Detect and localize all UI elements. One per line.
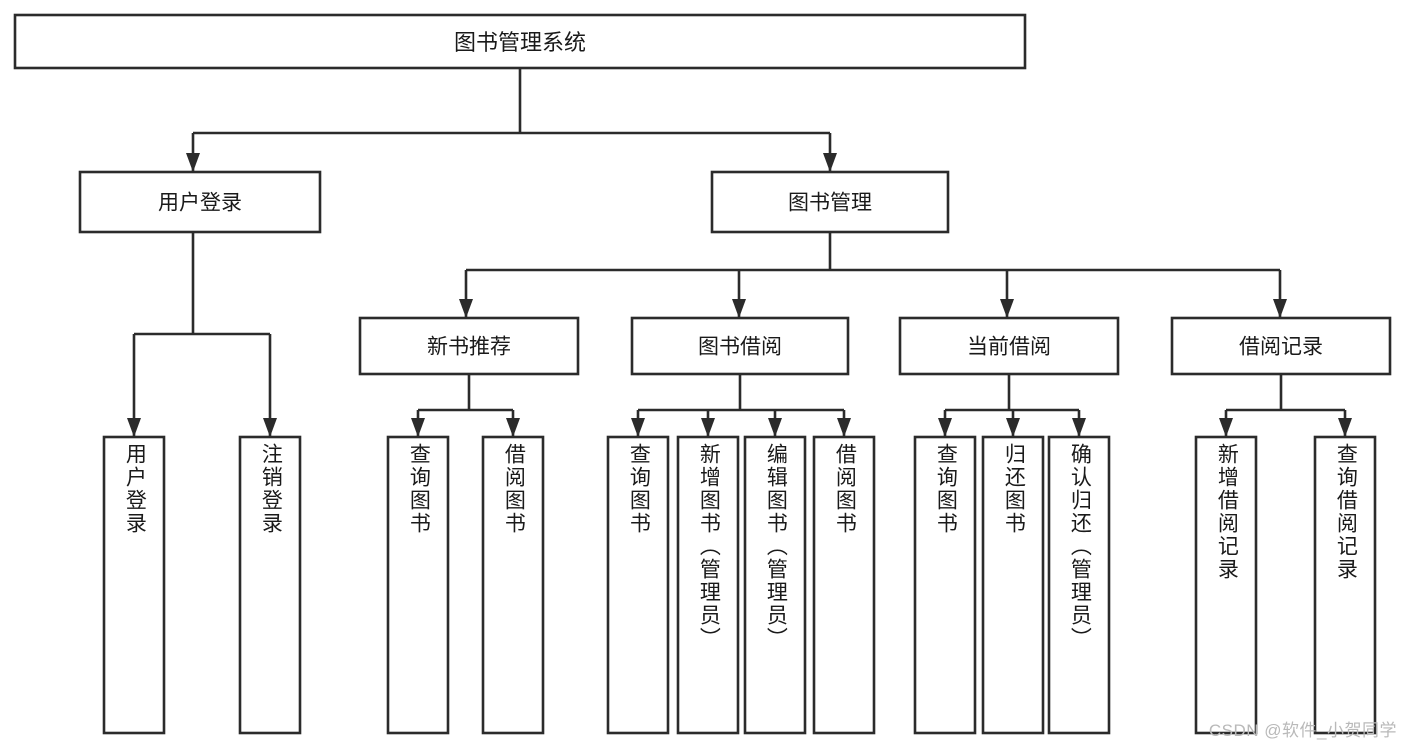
node-level2-0: [78, 170, 322, 234]
arrow-down-icon: [459, 299, 473, 318]
node-level3-0: [358, 316, 580, 376]
arrow-down-icon: [1338, 418, 1352, 437]
arrow-down-icon: [1072, 418, 1086, 437]
node-leaf-9: [981, 435, 1045, 735]
arrow-down-icon: [411, 418, 425, 437]
node-leaf-11: [1194, 435, 1258, 735]
node-level2-1-label: 图书管理: [788, 192, 872, 215]
node-leaf-8: [913, 435, 977, 735]
arrow-down-icon: [1000, 299, 1014, 318]
node-leaf-5: [676, 435, 740, 735]
arrow-down-icon: [506, 418, 520, 437]
arrow-down-icon: [837, 418, 851, 437]
node-level2-0-label: 用户登录: [158, 192, 242, 215]
arrow-down-icon: [701, 418, 715, 437]
node-leaf-2: [386, 435, 450, 735]
connector-layer: [127, 68, 1352, 437]
node-leaf-0: [102, 435, 166, 735]
node-root-system-label: 图书管理系统: [454, 30, 586, 55]
node-leaf-12: [1313, 435, 1377, 735]
node-level3-2-label: 当前借阅: [967, 336, 1051, 359]
arrow-down-icon: [732, 299, 746, 318]
node-level2-1: [710, 170, 950, 234]
node-box-layer: [13, 13, 1392, 735]
node-leaf-4: [606, 435, 670, 735]
node-leaf-7: [812, 435, 876, 735]
arrow-down-icon: [1273, 299, 1287, 318]
arrow-down-icon: [1006, 418, 1020, 437]
arrow-down-icon: [768, 418, 782, 437]
node-leaf-6: [743, 435, 807, 735]
node-level3-3: [1170, 316, 1392, 376]
watermark-text: CSDN @软件_小贺同学: [1208, 721, 1397, 740]
arrow-down-icon: [1219, 418, 1233, 437]
arrow-down-icon: [186, 153, 200, 172]
node-leaf-10: [1047, 435, 1111, 735]
node-level3-0-label: 新书推荐: [427, 336, 511, 359]
node-leaf-1: [238, 435, 302, 735]
arrow-down-icon: [938, 418, 952, 437]
node-leaf-3: [481, 435, 545, 735]
node-level3-1-label: 图书借阅: [698, 336, 782, 359]
arrow-down-icon: [127, 418, 141, 437]
arrow-down-icon: [263, 418, 277, 437]
arrow-down-icon: [631, 418, 645, 437]
arrow-down-icon: [823, 153, 837, 172]
node-level3-2: [898, 316, 1120, 376]
node-level3-1: [630, 316, 850, 376]
node-root-system: [13, 13, 1027, 70]
node-level3-3-label: 借阅记录: [1239, 336, 1323, 359]
